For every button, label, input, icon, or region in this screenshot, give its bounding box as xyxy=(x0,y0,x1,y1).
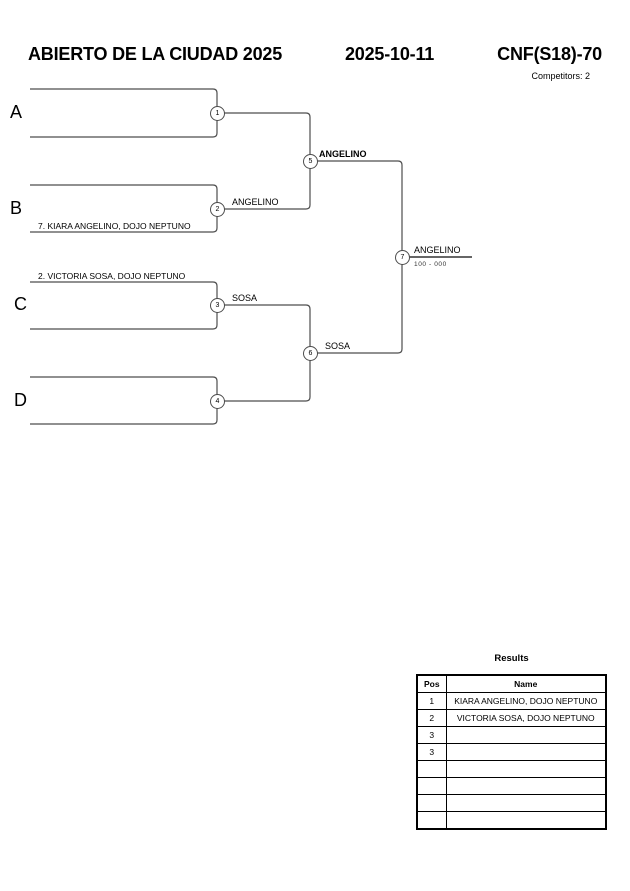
results-header-pos: Pos xyxy=(416,674,447,693)
event-date: 2025-10-11 xyxy=(345,44,435,64)
result-name: VICTORIA SOSA, DOJO NEPTUNO xyxy=(445,709,607,727)
match-node-4: 4 xyxy=(210,394,225,409)
competitor-name-slot-c: 2. VICTORIA SOSA, DOJO NEPTUNO xyxy=(38,271,186,281)
results-header-row: Pos Name xyxy=(416,674,607,693)
result-pos: 3 xyxy=(416,743,447,761)
match-node-5: 5 xyxy=(303,154,318,169)
result-name: KIARA ANGELINO, DOJO NEPTUNO xyxy=(445,692,607,710)
results-header-name: Name xyxy=(445,674,607,693)
results-section: Results Pos Name 1 KIARA ANGELINO, DOJO … xyxy=(416,653,607,830)
match-3-winner-label: SOSA xyxy=(232,293,258,303)
result-row xyxy=(416,760,607,778)
slot-letter-a: A xyxy=(10,102,23,122)
result-name xyxy=(445,811,607,830)
result-name xyxy=(445,760,607,778)
result-name xyxy=(445,777,607,795)
result-name xyxy=(445,794,607,812)
category-label: CNF(S18)-70 xyxy=(497,44,602,64)
slot-letter-c: C xyxy=(14,294,27,314)
match-node-3: 3 xyxy=(210,298,225,313)
result-row xyxy=(416,777,607,795)
result-pos xyxy=(416,811,447,830)
results-table: Pos Name 1 KIARA ANGELINO, DOJO NEPTUNO … xyxy=(416,674,607,830)
semifinal-2-winner-label: SOSA xyxy=(325,341,351,351)
results-title: Results xyxy=(494,653,529,664)
match-node-1: 1 xyxy=(210,106,225,121)
result-pos xyxy=(416,777,447,795)
slot-d-bracket xyxy=(30,376,218,425)
result-pos: 3 xyxy=(416,726,447,744)
result-row: 1 KIARA ANGELINO, DOJO NEPTUNO xyxy=(416,692,607,710)
result-row: 3 xyxy=(416,726,607,744)
result-name xyxy=(445,726,607,744)
slot-letter-b: B xyxy=(10,198,23,218)
result-row xyxy=(416,811,607,830)
result-pos: 2 xyxy=(416,709,447,727)
page-title: ABIERTO DE LA CIUDAD 2025 xyxy=(28,44,283,64)
semifinal-1-winner-label: ANGELINO xyxy=(319,149,367,159)
result-row: 2 VICTORIA SOSA, DOJO NEPTUNO xyxy=(416,709,607,727)
final-score: 100 - 000 xyxy=(414,261,447,268)
match-node-2: 2 xyxy=(210,202,225,217)
semifinal-2-connector xyxy=(217,304,311,402)
competitor-name-slot-b: 7. KIARA ANGELINO, DOJO NEPTUNO xyxy=(38,221,191,231)
slot-letter-d: D xyxy=(14,390,27,410)
result-row xyxy=(416,794,607,812)
competitors-count: Competitors: 2 xyxy=(531,71,590,81)
slot-a-bracket xyxy=(30,88,218,138)
slot-c-bracket xyxy=(30,281,218,330)
final-winner-label: ANGELINO xyxy=(414,245,461,255)
result-pos xyxy=(416,760,447,778)
result-row: 3 xyxy=(416,743,607,761)
match-node-7: 7 xyxy=(395,250,410,265)
final-connector xyxy=(310,160,403,354)
result-pos: 1 xyxy=(416,692,447,710)
result-pos xyxy=(416,794,447,812)
match-2-winner-label: ANGELINO xyxy=(232,197,279,207)
match-node-6: 6 xyxy=(303,346,318,361)
result-name xyxy=(445,743,607,761)
semifinal-1-connector xyxy=(217,112,311,210)
